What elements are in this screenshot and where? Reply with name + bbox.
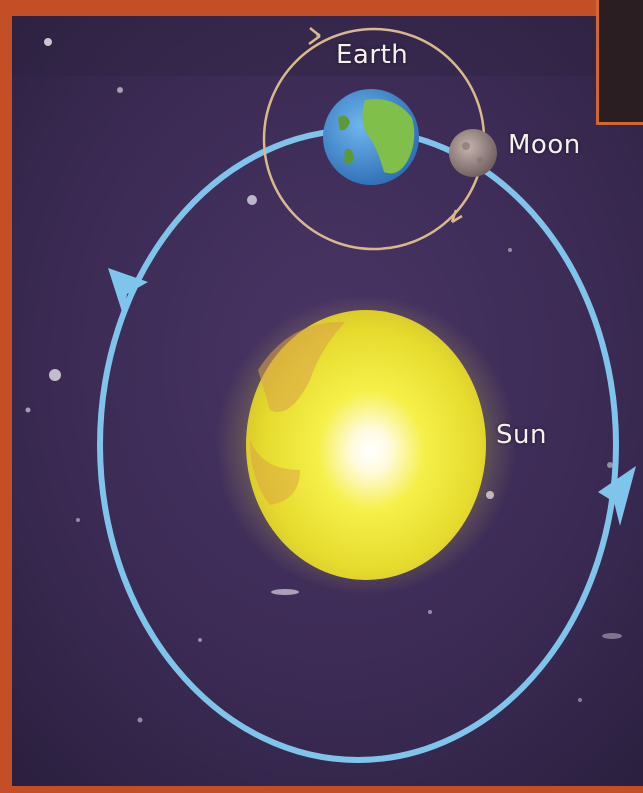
- sun-label: Sun: [496, 420, 547, 450]
- moon: [449, 129, 497, 177]
- earth-land: [362, 99, 415, 174]
- moon-orbit-arrow-top-icon: [308, 27, 321, 46]
- earth-orbit-arrow-left-icon: [108, 268, 148, 318]
- stars: [25, 33, 622, 723]
- earth-orbit-arrow-right-icon: [598, 466, 636, 526]
- moon-orbit-arrow-bottom-icon: [450, 209, 463, 224]
- moon-label: Moon: [508, 130, 581, 160]
- corner-box: [596, 0, 643, 125]
- earth-label: Earth: [336, 40, 409, 70]
